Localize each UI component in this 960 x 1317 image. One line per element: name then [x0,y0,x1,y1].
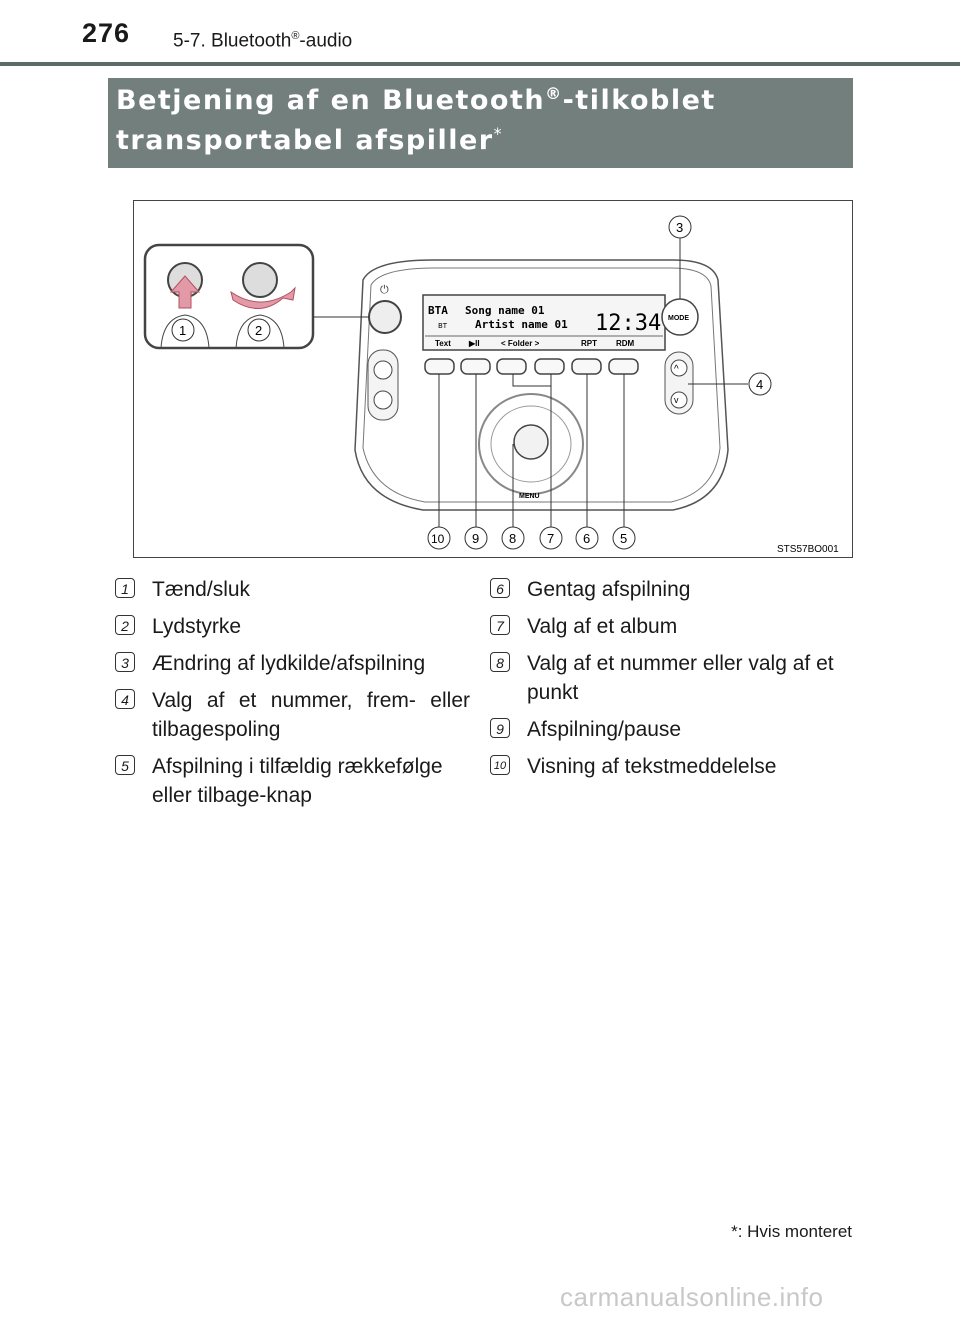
display-btn-text: Text [435,339,451,348]
svg-text:MENU: MENU [519,493,540,500]
audio-unit-figure: ⏻ BTA BT Song name 01 Artist name 01 12:… [133,200,853,558]
display-song: Song name 01 [465,304,545,317]
menu-knob-outer [478,393,584,495]
seek-down-button [670,391,688,409]
footnote: *: Hvis monteret [731,1222,852,1241]
page-title-line-1: Betjening af en Bluetooth®-tilkoblet [116,84,716,116]
svg-text:7: 7 [547,531,554,546]
display-btn-folder: < Folder > [501,339,540,348]
svg-text:1: 1 [179,323,186,338]
svg-text:6: 6 [583,531,590,546]
menu-knob [513,424,549,460]
volume-knob [242,262,278,298]
display-btn-rdm: RDM [616,339,635,348]
title-box [108,78,853,168]
press-arrow [169,275,201,309]
callout-4 [748,372,772,396]
svg-text:10: 10 [431,532,445,546]
display-bt: BT [438,322,448,330]
phone-off-button [373,360,393,380]
svg-text:^: ^ [674,364,679,375]
callout-3 [668,215,692,239]
figure-code: STS57BO001 [777,544,839,555]
page-number: 276 [82,18,131,48]
phone-on-button [373,390,393,410]
asterisk-mark: * [493,124,504,143]
bottom-callouts [427,526,636,550]
preset-buttons [424,358,639,375]
display-btn-play: ▶II [468,339,480,348]
watermark: carmanualsonline.info [560,1282,824,1312]
svg-text:8: 8 [509,531,516,546]
display-source: BTA [428,304,448,317]
svg-text:2: 2 [255,323,262,338]
svg-text:5: 5 [620,531,627,546]
header-rule [0,62,960,66]
display-btn-rpt: RPT [581,339,597,348]
svg-text:9: 9 [472,531,479,546]
rotate-arrow [230,286,296,309]
svg-text:v: v [674,395,679,405]
svg-text:4: 4 [756,377,763,392]
display-artist: Artist name 01 [475,318,568,331]
svg-text:3: 3 [676,220,683,235]
display-time: 12:34 [595,311,661,336]
power-icon: ⏻ [380,284,389,296]
page-title-line-2: transportabel afspiller* [116,124,504,156]
svg-text:MODE: MODE [668,315,689,322]
seek-up-button [670,359,688,377]
power-button [368,300,402,334]
section-label: 5-7. Bluetooth®-audio [173,30,353,52]
